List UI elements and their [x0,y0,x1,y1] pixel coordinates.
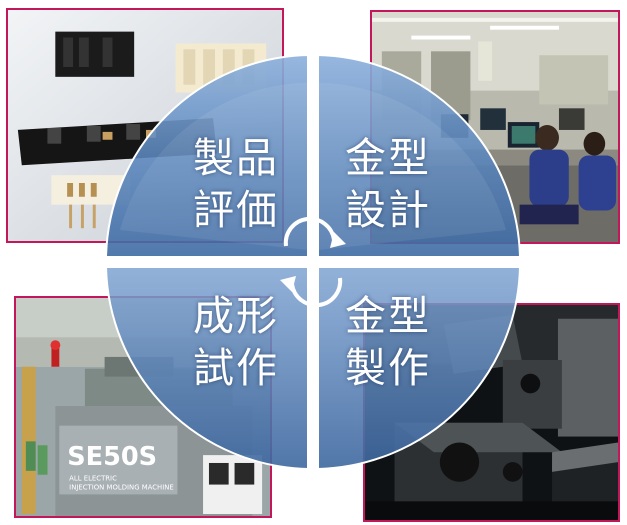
label-product-evaluation: 製品 評価 [176,132,296,236]
label-line-1: 金型 [345,292,431,340]
label-mold-making: 金型 製作 [328,290,448,394]
machine-sublabel-2: INJECTION MOLDING MACHINE [69,483,174,491]
label-line-1: 製品 [193,134,279,182]
label-line-1: 成形 [193,292,279,340]
machine-sublabel-1: ALL ELECTRIC [69,475,117,483]
label-line-2: 製作 [345,344,431,392]
label-line-2: 設計 [345,186,431,234]
label-line-1: 金型 [345,134,431,182]
label-line-2: 評価 [193,186,279,234]
machine-model-label: SE50S [67,442,157,472]
label-line-2: 試作 [193,344,279,392]
label-molding-trial: 成形 試作 [176,290,296,394]
label-mold-design: 金型 設計 [328,132,448,236]
